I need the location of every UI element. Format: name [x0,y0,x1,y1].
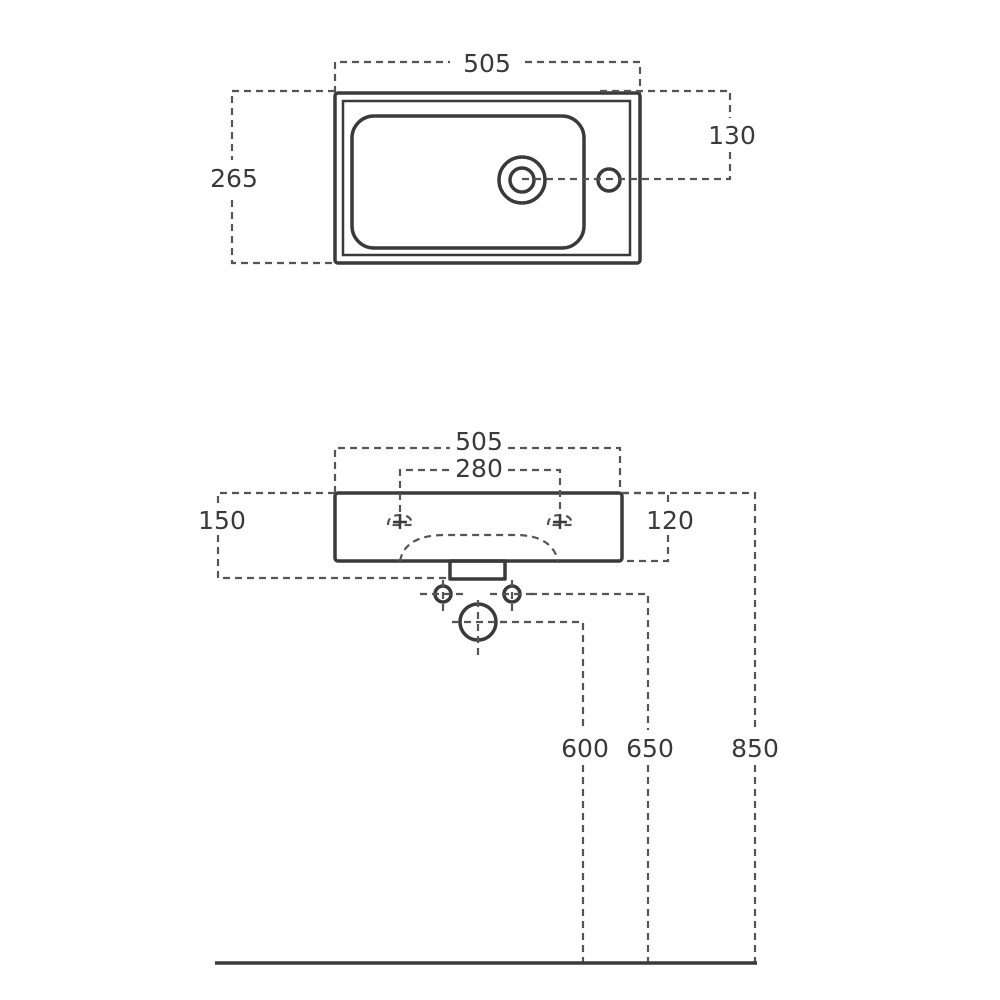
fixing-spacing-dimension-line [398,468,562,512]
front-depth-dimension-line [216,491,450,580]
supply-height-label: 650 [626,734,674,763]
front-view: 505 280 150 120 600 650 850 [198,427,779,965]
waste-height-dimension-line [500,620,585,962]
bowl-hidden-line [398,533,560,562]
fixing-spacing-label: 280 [455,454,503,483]
top-depth-dimension-line [230,89,335,265]
supply-valve-centrelines [420,580,535,612]
waste-height-label: 600 [561,734,609,763]
fixing-hole-right [546,513,574,529]
top-view: 505 265 130 [210,49,756,265]
rim-height-label: 850 [731,734,779,763]
tap-offset-dimension-line [520,89,732,181]
basin-height-label: 120 [646,506,694,535]
basin-front-body [333,491,624,563]
front-depth-label: 150 [198,506,246,535]
waste-trap-centrelines [452,600,505,655]
top-width-label: 505 [463,49,511,78]
rim-height-dimension-line [622,491,757,962]
top-width-dimension-line [333,60,642,93]
basin-inner-rim [341,99,632,257]
drain-outer-ring [497,155,547,205]
fixing-hole-left [386,513,414,529]
supply-height-dimension-line [530,592,650,962]
basin-outer-outline [333,91,642,265]
front-width-dimension-line [333,446,622,493]
tap-offset-label: 130 [708,121,756,150]
top-depth-label: 265 [210,164,258,193]
basin-bowl [350,114,586,250]
waste-outlet [448,559,507,581]
front-width-label: 505 [455,427,503,456]
